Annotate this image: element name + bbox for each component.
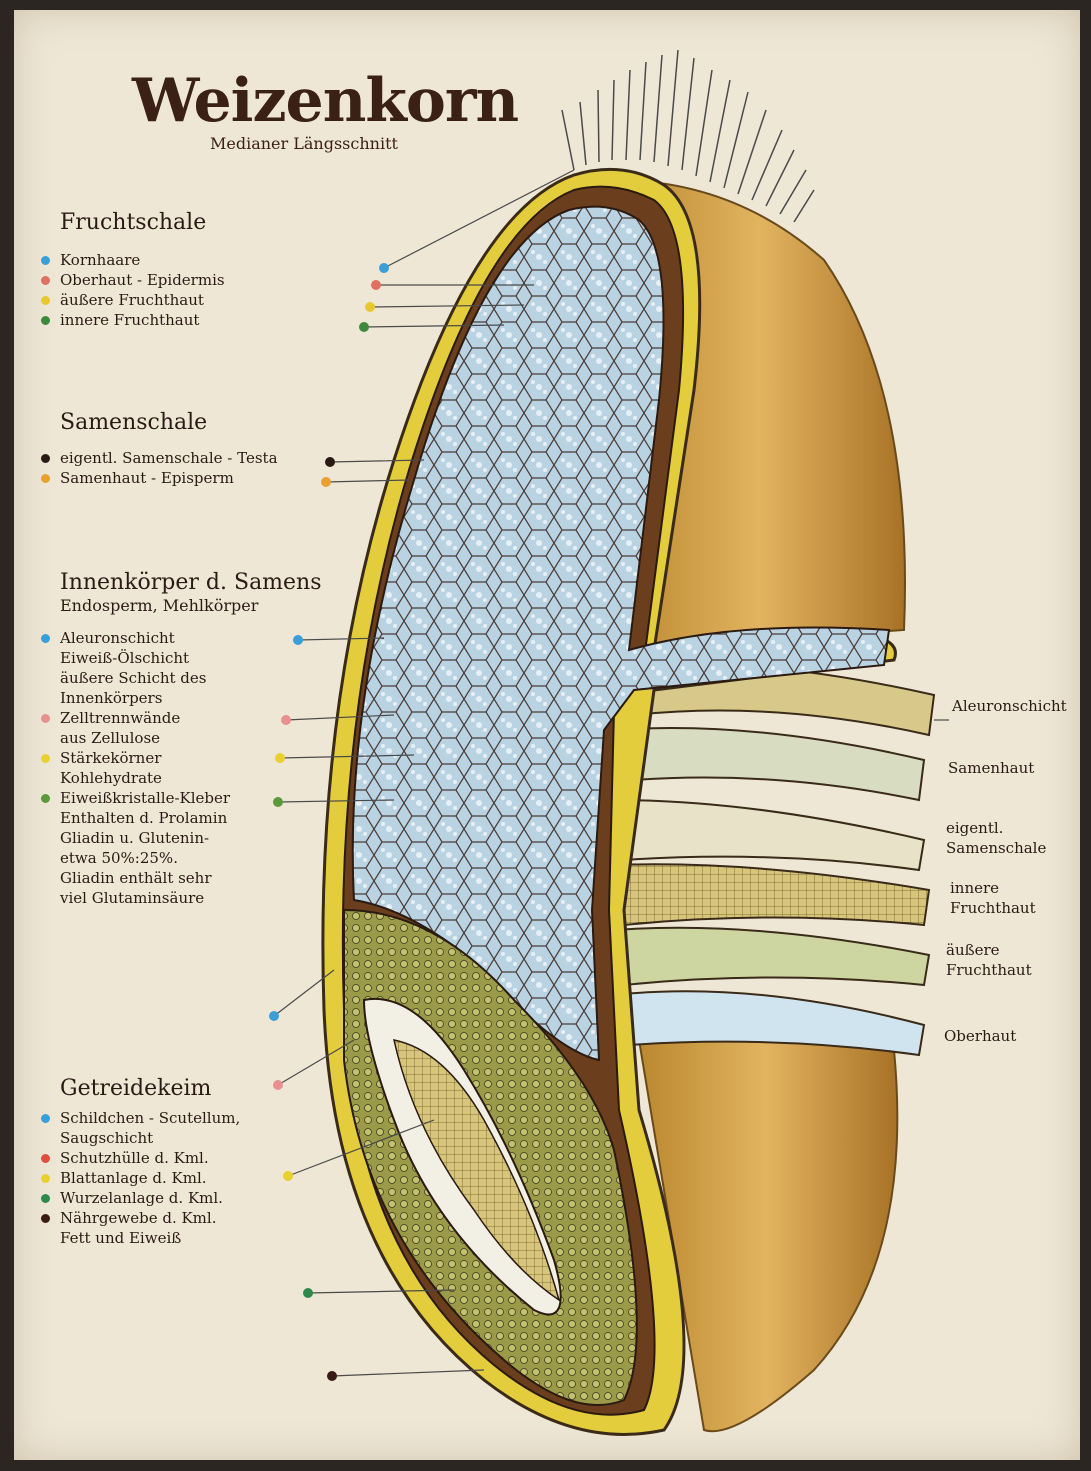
legend-dot: [41, 754, 50, 763]
page-subtitle: Medianer Längsschnitt: [210, 134, 398, 153]
legend-dot: [41, 316, 50, 325]
legend-item: Blattanlage d. Kml.: [60, 1168, 207, 1188]
legend-dot: [41, 474, 50, 483]
legend-item: eigentl. Samenschale - Testa: [60, 448, 278, 468]
layer-label-samenschale: eigentl. Samenschale: [946, 818, 1046, 858]
legend-dot: [41, 1154, 50, 1163]
layer-label-aleuronschicht: Aleuronschicht: [952, 696, 1067, 716]
legend-item: Schildchen - Scutellum, Saugschicht: [60, 1108, 240, 1148]
heading-getreidekeim: Getreidekeim: [60, 1076, 211, 1101]
legend-item: innere Fruchthaut: [60, 310, 199, 330]
legend-item: Wurzelanlage d. Kml.: [60, 1188, 223, 1208]
legend-item: äußere Fruchthaut: [60, 290, 204, 310]
layer-stack: [604, 664, 934, 1055]
legend-dot: [41, 1174, 50, 1183]
legend-dot: [41, 1194, 50, 1203]
legend-item: Eiweißkristalle-Kleber Enthalten d. Prol…: [60, 788, 230, 908]
legend-dot: [41, 296, 50, 305]
legend-dot: [41, 276, 50, 285]
layer-label-oberhaut: Oberhaut: [944, 1026, 1016, 1046]
legend-item: Stärkekörner Kohlehydrate: [60, 748, 162, 788]
legend-item: Kornhaare: [60, 250, 140, 270]
heading-samenschale: Samenschale: [60, 410, 207, 435]
legend-item: Zelltrennwände aus Zellulose: [60, 708, 180, 748]
layer-label-aeussere-fruchthaut: äußere Fruchthaut: [946, 940, 1032, 980]
legend-dot: [41, 454, 50, 463]
heading-innenkoerper: Innenkörper d. Samens: [60, 570, 322, 595]
layer-label-innere-fruchthaut: innere Fruchthaut: [950, 878, 1036, 918]
heading-fruchtschale: Fruchtschale: [60, 210, 206, 235]
subheading-innenkoerper: Endosperm, Mehlkörper: [60, 596, 258, 615]
legend-dot: [41, 794, 50, 803]
legend-item: Nährgewebe d. Kml. Fett und Eiweiß: [60, 1208, 216, 1248]
poster: Weizenkorn Medianer Längsschnitt Fruchts…: [14, 10, 1080, 1460]
legend-item: Schutzhülle d. Kml.: [60, 1148, 209, 1168]
legend-dot: [41, 634, 50, 643]
legend-dot: [41, 1214, 50, 1223]
layer-label-samenhaut: Samenhaut: [948, 758, 1034, 778]
legend-item: Samenhaut - Episperm: [60, 468, 234, 488]
legend-dot: [41, 714, 50, 723]
page-title: Weizenkorn: [132, 66, 518, 136]
legend-item: Oberhaut - Epidermis: [60, 270, 225, 290]
legend-dot: [41, 256, 50, 265]
legend-item: Aleuronschicht Eiweiß-Ölschicht äußere S…: [60, 628, 206, 708]
legend-dot: [41, 1114, 50, 1123]
